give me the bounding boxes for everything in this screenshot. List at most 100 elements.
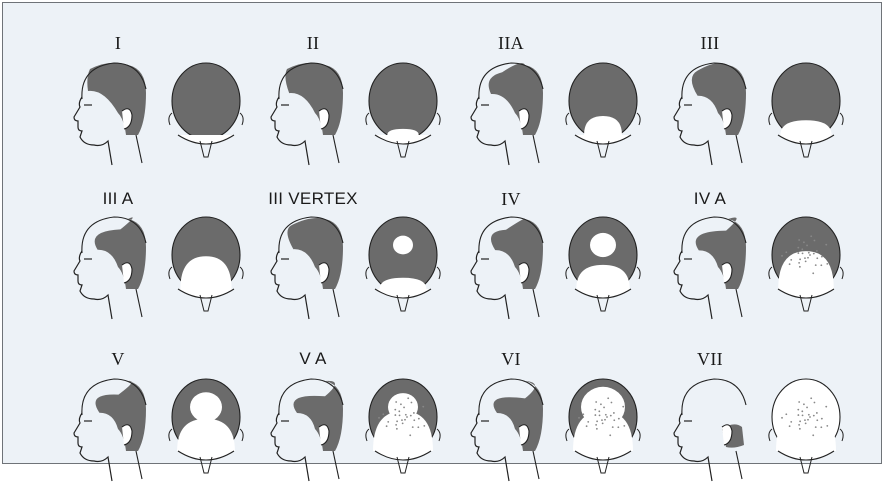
side-view-head xyxy=(271,63,343,165)
brow-ridge xyxy=(178,451,234,460)
stipple-dot xyxy=(816,412,818,414)
vertex-bald-spot xyxy=(590,233,616,257)
stipple-dot xyxy=(803,241,805,243)
stipple-dot xyxy=(790,259,792,261)
stipple-dot xyxy=(582,413,584,415)
stage-label: II xyxy=(307,33,320,54)
stipple-dot xyxy=(816,250,818,252)
stipple-dot xyxy=(802,253,804,255)
stipple-dot xyxy=(600,403,602,405)
stipple-dot xyxy=(405,414,407,416)
stage-label: IIA xyxy=(498,33,524,54)
stipple-dot xyxy=(396,420,398,422)
side-hair-mass xyxy=(87,63,146,135)
stipple-dot xyxy=(801,248,803,250)
left-ear xyxy=(366,429,369,441)
stipple-dot xyxy=(613,412,615,414)
stipple-dot xyxy=(799,420,801,422)
stipple-dot xyxy=(413,412,415,414)
crown-hair xyxy=(172,63,240,139)
left-ear xyxy=(566,267,569,279)
left-ear xyxy=(169,429,172,441)
face-profile xyxy=(674,97,712,165)
stipple-dot xyxy=(396,428,398,430)
stipple-dot xyxy=(816,419,818,421)
stipple-dot xyxy=(587,421,589,423)
stipple-dot xyxy=(613,419,615,421)
stipple-dot xyxy=(611,402,613,404)
stipple-dot xyxy=(790,421,792,423)
top-view-head xyxy=(769,63,843,157)
right-ear xyxy=(637,267,640,279)
stipple-dot xyxy=(596,420,598,422)
stipple-dot xyxy=(781,417,783,419)
left-ear xyxy=(366,267,369,279)
face-profile xyxy=(271,97,309,165)
right-ear xyxy=(637,113,640,125)
stipple-dot xyxy=(378,417,380,419)
face-profile xyxy=(74,413,112,481)
stipple-dot xyxy=(605,414,607,416)
stipple-dot xyxy=(789,263,791,265)
brow-ridge xyxy=(178,135,234,144)
stipple-dot xyxy=(803,403,805,405)
stage-illustration xyxy=(265,55,445,170)
right-ear xyxy=(240,267,243,279)
stipple-dot xyxy=(412,426,414,428)
vertex-bald-spot xyxy=(581,387,625,427)
stipple-dot xyxy=(595,424,597,426)
side-view-head xyxy=(271,217,343,319)
stipple-dot xyxy=(812,434,814,436)
stipple-dot xyxy=(797,414,799,416)
stipple-dot xyxy=(394,414,396,416)
stage-illustration xyxy=(668,55,848,170)
brow-ridge xyxy=(375,451,431,460)
stipple-dot xyxy=(804,419,806,421)
stipple-dot xyxy=(612,426,614,428)
left-ear xyxy=(769,267,772,279)
stipple-dot xyxy=(594,409,596,411)
brow-ridge xyxy=(178,289,234,298)
face-profile xyxy=(271,413,309,481)
stipple-dot xyxy=(820,426,822,428)
stipple-dot xyxy=(806,407,808,409)
left-ear xyxy=(566,113,569,125)
stipple-dot xyxy=(595,401,597,403)
stipple-dot xyxy=(602,422,604,424)
right-ear xyxy=(437,113,440,125)
left-ear xyxy=(566,429,569,441)
top-view-head xyxy=(769,217,843,311)
stipple-dot xyxy=(622,406,624,408)
left-ear xyxy=(769,113,772,125)
top-view-head xyxy=(169,217,243,311)
stage-label: IV A xyxy=(694,189,726,209)
left-ear xyxy=(169,267,172,279)
brow-ridge xyxy=(575,135,631,144)
stipple-dot xyxy=(395,401,397,403)
stipple-dot xyxy=(798,401,800,403)
neck-back xyxy=(533,451,539,479)
top-view-head xyxy=(169,379,243,473)
stipple-dot xyxy=(810,397,812,399)
right-ear xyxy=(840,429,843,441)
brow-ridge xyxy=(575,289,631,298)
face-profile xyxy=(674,251,712,319)
stipple-dot xyxy=(821,418,823,420)
stipple-dot xyxy=(798,239,800,241)
stipple-dot xyxy=(820,264,822,266)
neck-back xyxy=(333,451,339,479)
stipple-dot xyxy=(809,254,811,256)
stipple-dot xyxy=(598,410,600,412)
stipple-dot xyxy=(398,410,400,412)
stipple-dot xyxy=(825,244,827,246)
stipple-dot xyxy=(807,419,809,421)
stipple-dot xyxy=(797,409,799,411)
stipple-dot xyxy=(798,424,800,426)
stipple-dot xyxy=(826,263,828,265)
stipple-dot xyxy=(406,416,408,418)
stipple-dot xyxy=(409,434,411,436)
stipple-dot xyxy=(400,403,402,405)
stage-label: I xyxy=(115,33,121,54)
side-hair-mass xyxy=(494,381,544,451)
stage-label: III VERTEX xyxy=(268,189,358,209)
